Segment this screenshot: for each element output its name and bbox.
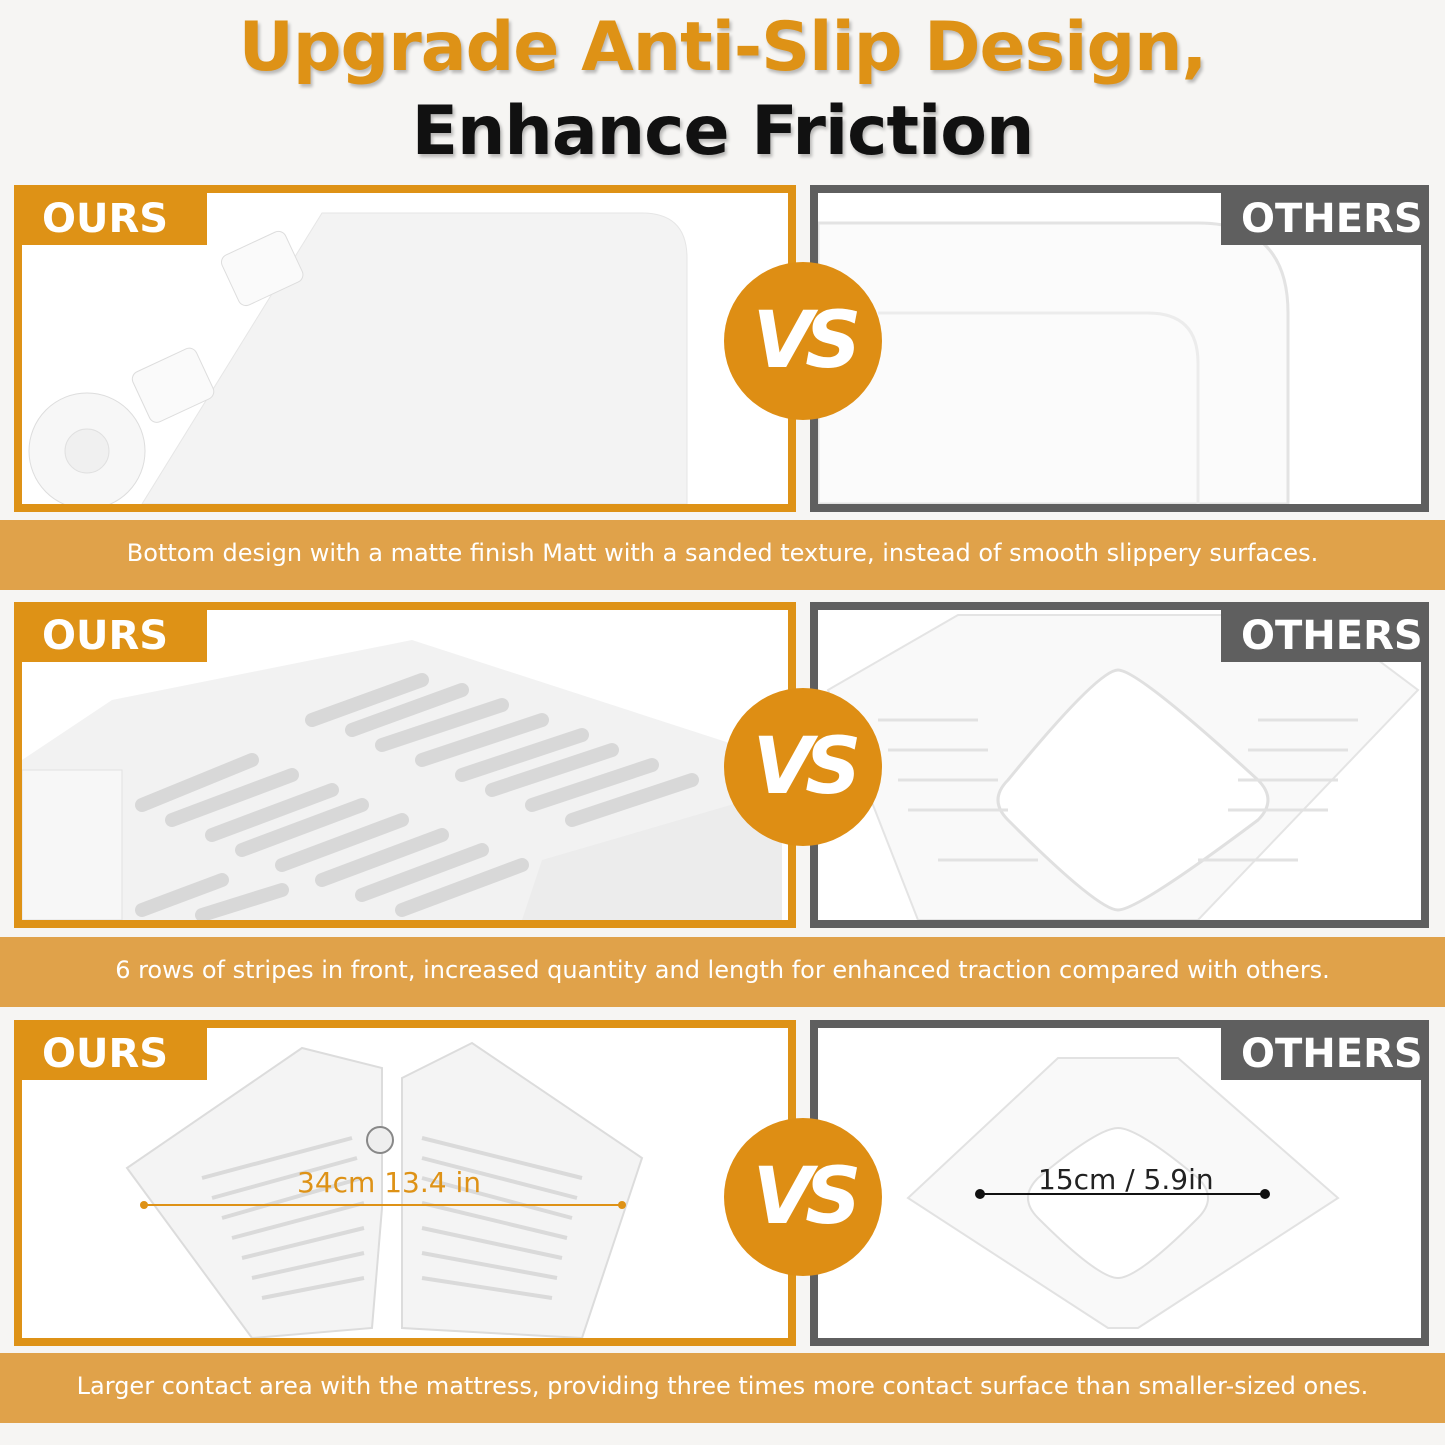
headline-line-2: Enhance Friction [411, 92, 1035, 171]
others-label: OTHERS [1221, 193, 1421, 245]
others-panel-size: OTHERS 15cm / 5.9in [810, 1020, 1429, 1346]
ours-panel-stripes: OURS [14, 602, 796, 928]
ours-label: OURS [22, 1028, 207, 1080]
ours-label: OURS [22, 193, 207, 245]
vs-badge-2: VS [724, 688, 882, 846]
ours-stripes-photo [22, 640, 782, 920]
others-label: OTHERS [1221, 610, 1421, 662]
others-panel-stripes: OTHERS [810, 602, 1429, 928]
ours-size-measurement: 34cm 13.4 in [297, 1166, 481, 1199]
headline-line-1: Upgrade Anti-Slip Design, [238, 8, 1208, 87]
caption-band-1: Bottom design with a matte finish Matt w… [0, 520, 1445, 590]
ours-label: OURS [22, 610, 207, 662]
ours-panel-bottom-texture: OURS [14, 185, 796, 512]
ours-panel-size: OURS 34cm 13.4 in [14, 1020, 796, 1346]
caption-band-3: Larger contact area with the mattress, p… [0, 1353, 1445, 1423]
others-size-measurement: 15cm / 5.9in [1038, 1163, 1214, 1196]
others-panel-bottom-texture: OTHERS [810, 185, 1429, 512]
others-stripes-photo [826, 614, 1420, 920]
ours-size-photo [125, 1041, 644, 1338]
others-label: OTHERS [1221, 1028, 1421, 1080]
ours-bottom-photo [28, 212, 688, 504]
vs-badge-1: VS [724, 262, 882, 420]
vs-badge-3: VS [724, 1118, 882, 1276]
caption-band-2: 6 rows of stripes in front, increased qu… [0, 937, 1445, 1007]
others-size-photo [906, 1057, 1340, 1329]
others-bottom-photo [818, 221, 1290, 504]
